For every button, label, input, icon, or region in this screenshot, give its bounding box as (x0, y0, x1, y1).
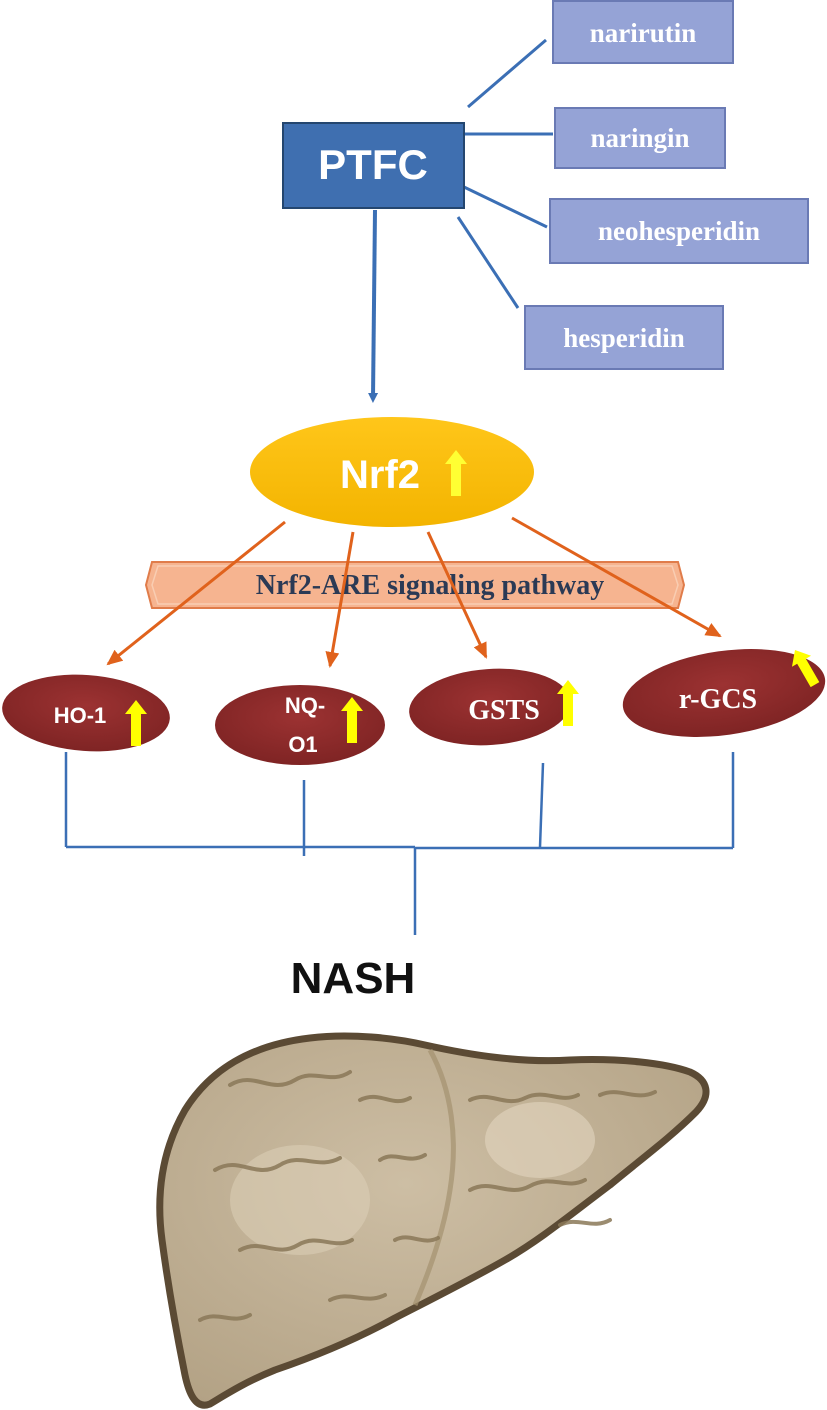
ptfc-node: PTFC (282, 122, 465, 209)
connector-narirutin (467, 38, 547, 109)
target-ho-1: HO-1 (2, 674, 170, 752)
compound-box-naringin: naringin (554, 107, 726, 169)
compound-label-neohesperidin: neohesperidin (598, 216, 760, 246)
compound-box-neohesperidin: neohesperidin (549, 198, 809, 264)
r-gcs-up-arrow-icon (791, 650, 820, 688)
compound-box-naringin-rect (554, 107, 726, 169)
arrow-to-nq-o1 (325, 531, 355, 668)
target-oval-r-gcs (622, 649, 826, 737)
target-label-ho-1: HO-1 (54, 703, 107, 728)
target-bracket (64, 752, 735, 935)
target-gsts: GSTS (409, 668, 579, 746)
nrf2-node: Nrf2 (250, 417, 534, 527)
liver-lobe-line (412, 1048, 456, 1306)
target-r-gcs: r-GCS (622, 649, 826, 737)
nash-label: NASH (291, 954, 416, 1003)
compound-box-hesperidin-rect (524, 305, 724, 370)
ptfc-box (282, 122, 465, 209)
connector-hesperidin (456, 216, 520, 309)
compound-label-naringin: naringin (590, 123, 689, 153)
nrf2-ellipse (250, 417, 534, 527)
liver-icon (156, 1032, 710, 1409)
compound-box-neohesperidin-rect (549, 198, 809, 264)
target-label-nq-o1-line2: O1 (288, 732, 317, 757)
liver-texture (198, 1070, 657, 1322)
nrf2-target-arrows (106, 516, 722, 668)
bracket-drop-gsts (538, 762, 545, 848)
compound-box-hesperidin: hesperidin (524, 305, 724, 370)
pathway-band-shape (144, 561, 686, 609)
liver-highlight-right (485, 1102, 595, 1178)
compound-label-narirutin: narirutin (590, 18, 697, 48)
compound-connectors (456, 38, 553, 309)
ho-1-up-arrow-icon (125, 700, 147, 746)
target-label-r-gcs: r-GCS (679, 684, 757, 715)
gsts-up-arrow-icon (557, 680, 579, 726)
compound-label-hesperidin: hesperidin (563, 323, 685, 353)
target-oval-gsts (409, 668, 571, 746)
pathway-label: Nrf2-ARE signaling pathway (256, 570, 604, 601)
nrf2-label: Nrf2 (340, 453, 420, 497)
arrow-to-r-gcs (511, 516, 722, 638)
compound-box-narirutin: narirutin (552, 0, 734, 64)
target-nq-o1: NQ- O1 (215, 685, 385, 765)
liver-highlight-left (230, 1145, 370, 1255)
target-oval-ho-1 (2, 674, 170, 752)
target-label-gsts: GSTS (468, 695, 540, 726)
target-label-nq-o1-line1: NQ- (285, 693, 325, 718)
nrf2-up-arrow-icon (445, 450, 467, 496)
arrow-to-gsts (426, 531, 488, 659)
target-oval-nq-o1 (215, 685, 385, 765)
compound-box-narirutin-rect (552, 0, 734, 64)
pathway-band-inner-line (151, 565, 679, 605)
connector-neohesperidin (463, 185, 548, 229)
nq-o1-up-arrow-icon (341, 697, 363, 743)
arrow-to-ho-1 (106, 520, 286, 666)
ptfc-label: PTFC (318, 141, 428, 188)
pathway-band: Nrf2-ARE signaling pathway (144, 561, 686, 609)
ptfc-to-nrf2-arrow (368, 209, 379, 403)
